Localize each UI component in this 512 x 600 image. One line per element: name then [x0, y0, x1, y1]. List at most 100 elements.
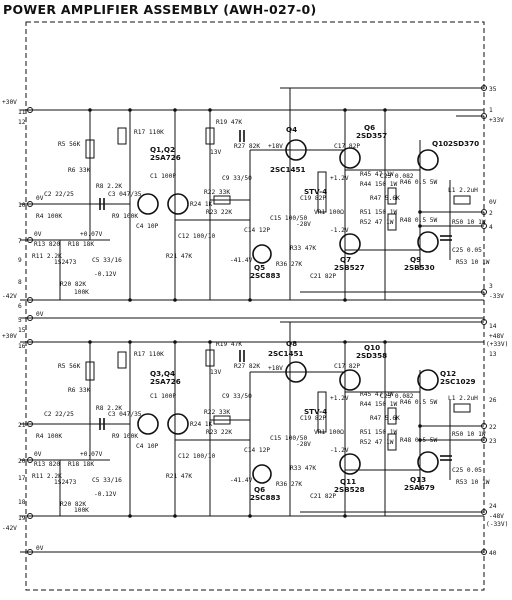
voltage-0v-lower: 0V [34, 451, 42, 458]
c25-label-lower: C25 0.05 [452, 467, 482, 474]
terminal-8: 8 [18, 279, 22, 286]
q3q4-label-lower: Q3,Q4 [150, 369, 175, 378]
r5-label-lower: R5 56K [58, 363, 81, 370]
inductor-l1-lower [453, 403, 471, 413]
r19-label-upper: R19 47K [216, 119, 242, 126]
r51-label-lower: R51 150 1W [360, 429, 398, 436]
r17-label-lower: R17 110K [134, 351, 164, 358]
transistor-q10-upper [417, 149, 439, 171]
c23-label-lower: C23 0.082 [380, 393, 414, 400]
r9-label-lower: R9 100K [112, 433, 138, 440]
terminal-2: 2 [489, 210, 493, 217]
q11-label-lower: Q11 [340, 477, 356, 486]
r24-label-lower: R24 1K [190, 421, 213, 428]
d6-label-lower: STV-4 [304, 407, 327, 416]
transistor-q6-lower [252, 464, 272, 484]
terminal-9: 9 [18, 257, 22, 264]
terminal-35: 35 [489, 86, 497, 93]
r48-label-upper: R48 0.5 5W [400, 217, 438, 224]
r33-label-lower: R33 47K [290, 465, 316, 472]
c14-label-upper: C14 12P [244, 227, 270, 234]
r52-label-upper: R52 47 1W [360, 219, 394, 226]
r46-label-lower: R46 0.5 5W [400, 399, 438, 406]
q10-label-upper: Q10 [432, 139, 448, 148]
r45-label-upper: R45 47 1W [360, 171, 394, 178]
terminal-12: 12 [18, 119, 26, 126]
voltage-007v-upper: +0.07V [80, 231, 103, 238]
c1-label-upper: C1 100P [150, 173, 176, 180]
c2-label-upper: C2 22/25 [44, 191, 74, 198]
right-terminals: 35 1 +33V 0V 2 4 3 -33V 14 +48V (+33V) 1… [481, 85, 508, 557]
terminal-13: 13 [489, 351, 497, 358]
q10-label-lower: Q10 [364, 343, 380, 352]
terminal-15: 15 [18, 327, 26, 334]
resistor-r44-upper [387, 187, 397, 205]
voltage-m28v-lower: -28V [296, 441, 311, 448]
c3-label-upper: C3 047/35 [108, 191, 142, 198]
c23-label-upper: C23 0.082 [380, 173, 414, 180]
r47-label-upper: R47 5.6K [370, 195, 400, 202]
c12-label-lower: C12 100/10 [178, 453, 216, 460]
r19-label-lower: R19 47K [216, 341, 242, 348]
r11-label-upper: R11 2.2K [32, 253, 62, 260]
voltage-m414v-lower: -41.4V [230, 477, 253, 484]
terminal-19: 19 [18, 515, 26, 522]
c14-label-lower: C14 12P [244, 447, 270, 454]
c15-label-upper: C15 100/50 [270, 215, 308, 222]
transistor-q4-lower [167, 413, 189, 435]
r47-label-lower: R47 5.6K [370, 415, 400, 422]
c21-label-upper: C21 82P [310, 273, 336, 280]
voltage-0v-upper: 0V [34, 231, 42, 238]
r53-label-upper: R53 10 1W [456, 259, 490, 266]
transistor-q13-lower [417, 451, 439, 473]
terminal-10: 10 [18, 202, 26, 209]
l1-label-upper: L1 2.2uH [448, 187, 478, 194]
resistor-r17-upper [117, 127, 127, 145]
r52-label-lower: R52 47 1W [360, 439, 394, 446]
diode-stv4-upper [317, 171, 327, 213]
diode-pair-label-upper: 1S2473 [54, 259, 77, 266]
r24-label-upper: R24 1K [190, 201, 213, 208]
r37-label-lower: 100K [74, 507, 89, 514]
terminal-26: 26 [489, 397, 497, 404]
c5-label-lower: C5 33/16 [92, 477, 122, 484]
q7-label-upper: Q7 [340, 255, 351, 264]
terminal-1: 1 [489, 107, 493, 114]
q5-label-upper: Q5 [254, 263, 265, 272]
q6-label-upper: Q6 [364, 123, 375, 132]
r22-label-upper: R22 33K [204, 189, 230, 196]
r23-label-lower: R23 22K [206, 429, 232, 436]
q11-type-lower: 2SB528 [334, 485, 365, 494]
c25-label-upper: C25 0.05 [452, 247, 482, 254]
terminal-4: 4 [489, 224, 493, 231]
terminal-3: 3 [489, 283, 493, 290]
terminal-23: 23 [489, 438, 497, 445]
label-0v-right: 0V [489, 199, 497, 206]
voltage-m12v-upper: -1.2V [330, 227, 349, 234]
assembly-outline [25, 21, 485, 591]
r46-label-upper: R46 0.5 5W [400, 179, 438, 186]
transistor-q3-lower [137, 413, 159, 435]
r13-label-upper: R13 820 [34, 241, 60, 248]
terminal-14: 14 [489, 323, 497, 330]
label-minus42v-top: -42V [2, 293, 17, 300]
terminal-16: 16 [18, 343, 26, 350]
terminal-11: 11 [18, 109, 26, 116]
terminal-18: 18 [18, 499, 26, 506]
r37-label-upper: 100K [74, 289, 89, 296]
r44-label-lower: R44 150 1W [360, 401, 398, 408]
resistor-r22-upper [213, 195, 231, 205]
c4-label-lower: C4 10P [136, 443, 159, 450]
r22-label-lower: R22 33K [204, 409, 230, 416]
c9-label-lower: C9 33/50 [222, 393, 252, 400]
label-0v-b: 0V [36, 545, 44, 552]
terminal-6: 6 [18, 303, 22, 310]
voltage-m012v-upper: -0.12V [94, 271, 117, 278]
r20-label-lower: R20 82K [60, 501, 86, 508]
q1q2-label-upper: Q1,Q2 [150, 145, 175, 154]
q4-label-upper: Q4 [286, 125, 297, 134]
c4-label-upper: C4 10P [136, 223, 159, 230]
c19-label-upper: C19 82P [300, 195, 326, 202]
label-plus33v: +33V [489, 117, 504, 124]
